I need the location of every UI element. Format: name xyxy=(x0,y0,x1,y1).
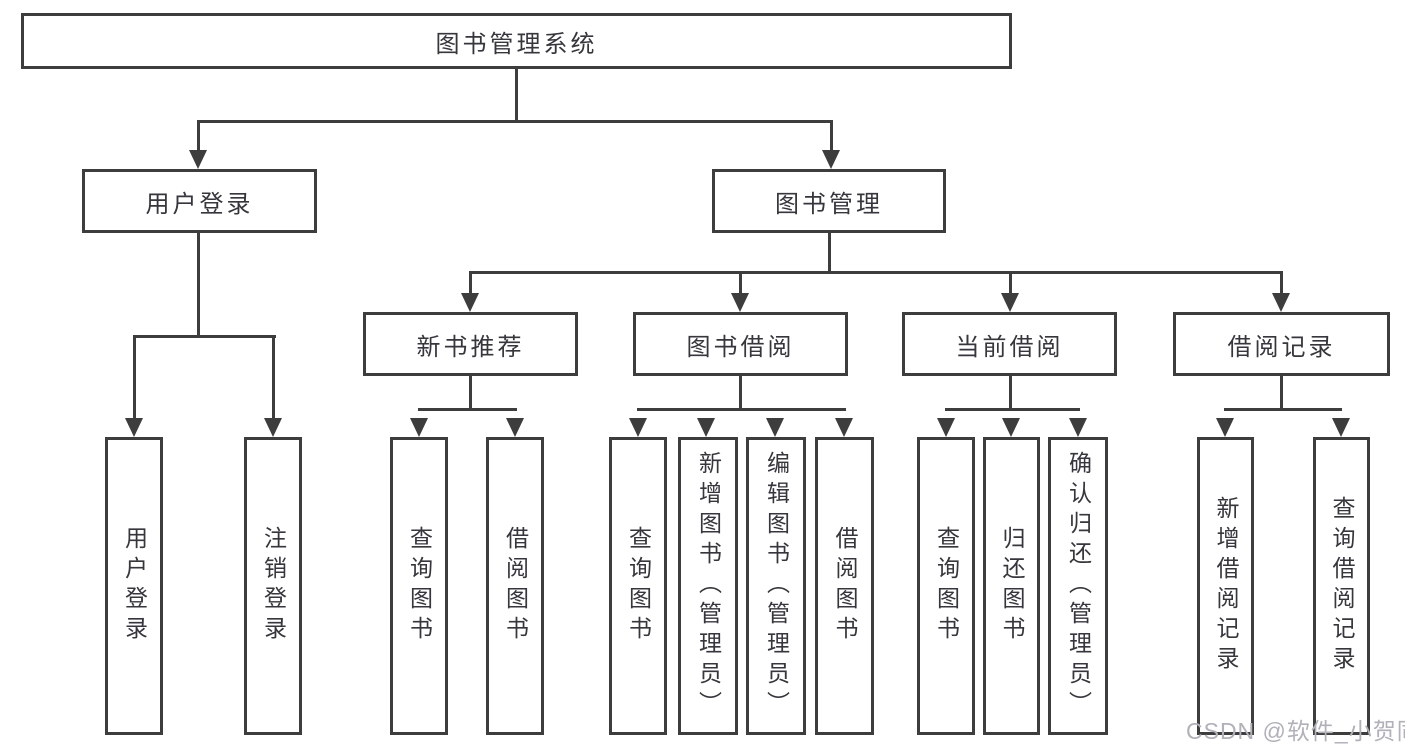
connector-recommend-stem xyxy=(469,376,472,410)
leaf-current-query-books: 查询图书 xyxy=(917,437,975,735)
connector-root-hline xyxy=(197,120,833,123)
connector-root-stem xyxy=(515,69,518,123)
leaf-borrowing-query-books: 查询图书 xyxy=(609,437,667,735)
leaf-current-query-books-label: 查询图书 xyxy=(933,526,960,646)
node-library-system: 图书管理系统 xyxy=(21,13,1012,69)
connector-userlogin-stem xyxy=(197,233,200,337)
node-new-book-recommend-label: 新书推荐 xyxy=(416,333,525,361)
arrow-down-icon xyxy=(697,418,715,437)
node-new-book-recommend: 新书推荐 xyxy=(363,312,578,376)
node-book-management-label: 图书管理 xyxy=(775,190,883,218)
leaf-return-books: 归还图书 xyxy=(983,437,1040,735)
connector-userlogin-drop xyxy=(272,335,275,420)
leaf-add-books-admin-label: 新增图书（管理员） xyxy=(695,451,722,721)
arrow-down-icon xyxy=(1216,418,1234,437)
leaf-confirm-return-admin-label: 确认归还（管理员） xyxy=(1065,451,1092,721)
leaf-borrow-books-label: 借阅图书 xyxy=(832,526,858,646)
leaf-recommend-query-books: 查询图书 xyxy=(390,437,448,735)
arrow-down-icon xyxy=(125,418,143,437)
connector-records-stem xyxy=(1280,376,1283,410)
arrow-down-icon xyxy=(629,418,647,437)
arrow-down-icon xyxy=(937,418,955,437)
node-book-borrowing: 图书借阅 xyxy=(633,312,848,376)
leaf-query-borrow-record-label: 查询借阅记录 xyxy=(1329,496,1355,676)
connector-borrowing-hline xyxy=(637,408,846,411)
connector-recommend-hline xyxy=(418,408,517,411)
leaf-logout-label: 注销登录 xyxy=(260,526,287,646)
connector-bookmgmt-drop xyxy=(469,271,472,296)
arrow-down-icon xyxy=(766,418,784,437)
node-book-borrowing-label: 图书借阅 xyxy=(686,333,795,361)
connector-bookmgmt-stem xyxy=(828,233,831,274)
connector-bookmgmt-drop xyxy=(1009,271,1012,296)
node-user-login-label: 用户登录 xyxy=(145,190,254,218)
arrow-down-icon xyxy=(506,418,524,437)
arrow-down-icon xyxy=(1001,293,1019,312)
connector-current-stem xyxy=(1009,376,1012,410)
leaf-query-borrow-record: 查询借阅记录 xyxy=(1313,437,1370,735)
node-current-borrowing: 当前借阅 xyxy=(902,312,1117,376)
node-library-system-label: 图书管理系统 xyxy=(435,30,598,58)
arrow-down-icon xyxy=(264,418,282,437)
arrow-down-icon xyxy=(1002,418,1020,437)
leaf-recommend-borrow-books: 借阅图书 xyxy=(486,437,544,735)
leaf-return-books-label: 归还图书 xyxy=(999,526,1025,646)
connector-userlogin-hline xyxy=(133,335,276,338)
leaf-edit-books-admin-label: 编辑图书（管理员） xyxy=(763,451,790,721)
connector-records-hline xyxy=(1224,408,1342,411)
leaf-add-borrow-record: 新增借阅记录 xyxy=(1197,437,1254,735)
leaf-recommend-query-books-label: 查询图书 xyxy=(406,526,433,646)
connector-borrowing-stem xyxy=(739,376,742,410)
leaf-user-login-label: 用户登录 xyxy=(121,526,148,646)
connector-root-drop-left xyxy=(197,120,200,154)
connector-root-drop-right xyxy=(830,120,833,154)
arrow-down-icon xyxy=(822,150,840,169)
connector-bookmgmt-hline xyxy=(469,271,1283,274)
arrow-down-icon xyxy=(1332,418,1350,437)
arrow-down-icon xyxy=(731,293,749,312)
connector-current-hline xyxy=(945,408,1080,411)
csdn-watermark: CSDN @软件_小贺同学 xyxy=(1186,718,1405,744)
arrow-down-icon xyxy=(461,293,479,312)
leaf-edit-books-admin: 编辑图书（管理员） xyxy=(746,437,806,735)
leaf-logout: 注销登录 xyxy=(244,437,302,735)
node-user-login: 用户登录 xyxy=(82,169,317,233)
connector-bookmgmt-drop xyxy=(739,271,742,296)
leaf-add-books-admin: 新增图书（管理员） xyxy=(678,437,738,735)
arrow-down-icon xyxy=(1069,418,1087,437)
leaf-add-borrow-record-label: 新增借阅记录 xyxy=(1213,496,1239,676)
node-borrowing-records: 借阅记录 xyxy=(1173,312,1390,376)
node-borrowing-records-label: 借阅记录 xyxy=(1227,333,1336,361)
connector-bookmgmt-drop xyxy=(1280,271,1283,296)
node-book-management: 图书管理 xyxy=(712,169,946,233)
arrow-down-icon xyxy=(835,418,853,437)
leaf-borrow-books: 借阅图书 xyxy=(815,437,874,735)
leaf-user-login: 用户登录 xyxy=(105,437,163,735)
leaf-recommend-borrow-books-label: 借阅图书 xyxy=(502,526,529,646)
arrow-down-icon xyxy=(1272,293,1290,312)
arrow-down-icon xyxy=(189,150,207,169)
leaf-confirm-return-admin: 确认归还（管理员） xyxy=(1048,437,1108,735)
node-current-borrowing-label: 当前借阅 xyxy=(955,333,1064,361)
arrow-down-icon xyxy=(410,418,428,437)
leaf-borrowing-query-books-label: 查询图书 xyxy=(625,526,652,646)
connector-userlogin-drop xyxy=(133,335,136,420)
